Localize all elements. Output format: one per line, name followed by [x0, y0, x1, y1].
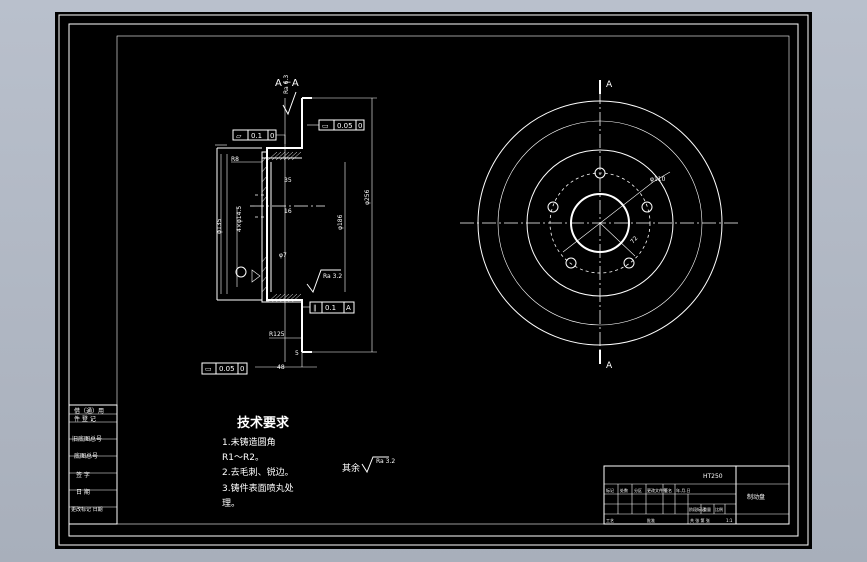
bolt-hole-3 [623, 257, 635, 269]
stamp-row-3: 旧底图总号 [72, 435, 102, 443]
section-title: A－A [275, 78, 299, 89]
other-roughness: 其余 Ra 3.2 [342, 456, 395, 474]
section-view: A－A [201, 75, 377, 375]
svg-text:重量: 重量 [703, 506, 711, 512]
bolt-hole-2 [641, 201, 653, 213]
stamp-row-5: 签 字 [76, 471, 90, 479]
dim-72: 72 [629, 235, 639, 245]
inner-border [68, 23, 799, 537]
other-roughness-value: Ra 3.2 [376, 458, 395, 465]
svg-text:▭: ▭ [205, 365, 212, 373]
left-stamp: 借（通）用 件 登 记 旧底图总号 底图总号 签 字 日 期 更改标记 日期 [68, 404, 118, 525]
bolt-hole-5 [547, 201, 559, 213]
web-section [261, 151, 268, 303]
svg-text:批准: 批准 [647, 517, 655, 523]
section-mark-bottom: A [606, 361, 613, 371]
other-roughness-label: 其余 [342, 462, 360, 474]
svg-text:0: 0 [358, 122, 362, 130]
tech-req-title: 技术要求 [237, 415, 290, 431]
svg-text:标记: 标记 [606, 487, 614, 493]
dim-phi7: φ7 [279, 252, 287, 259]
mount-flange [216, 147, 262, 301]
bolt-hole-section [235, 266, 247, 278]
svg-text:阶段标记: 阶段标记 [689, 506, 705, 512]
svg-text:签名: 签名 [664, 487, 672, 493]
stamp-row-1: 借（通）用 [74, 407, 104, 415]
tech-req-line-1: 1.未铸造圆角 [222, 436, 276, 448]
dim-48: 48 [277, 364, 285, 371]
dim-phi135: φ135 [216, 218, 223, 234]
tolerance-frame-right: ▭ 0.05 0 [307, 119, 365, 131]
svg-text:年.月.日: 年.月.日 [676, 487, 691, 493]
svg-text:处数: 处数 [620, 487, 628, 493]
tech-requirements: 技术要求 1.未铸造圆角 R1～R2。 2.去毛刺、锐边。 3.铸件表面喷丸处 … [222, 415, 294, 509]
roughness-top-label: Ra 6.3 [283, 75, 290, 94]
stamp-row-7: 更改标记 日期 [71, 506, 103, 513]
tolerance-frame-bottom: ▭ 0.05 0 [201, 362, 248, 375]
tech-req-line-4: 3.铸件表面喷丸处 [222, 482, 294, 494]
dim-holes: 4×φ14.5 [236, 206, 243, 232]
svg-text:比例: 比例 [715, 506, 723, 512]
dim-35: 35 [284, 177, 292, 184]
svg-text:1:1: 1:1 [726, 518, 733, 523]
svg-text:0.05: 0.05 [337, 122, 353, 130]
svg-text:▱: ▱ [236, 132, 242, 140]
radius-bottom-label: R125 [269, 331, 285, 338]
svg-text:工艺: 工艺 [606, 518, 614, 523]
dim-5: 5 [295, 350, 299, 357]
svg-text:分区: 分区 [634, 487, 642, 493]
drawing-sheet: A－A [55, 12, 812, 549]
dim-phi256: φ256 [364, 189, 371, 205]
stamp-row-4: 底图总号 [74, 452, 98, 460]
svg-text:0: 0 [270, 132, 274, 140]
outer-border [58, 14, 809, 546]
tech-req-line-3: 2.去毛刺、锐边。 [222, 466, 294, 478]
front-view: A A φ110 72 [460, 80, 740, 371]
roughness-bottom-label: Ra 3.2 [323, 273, 342, 280]
stamp-row-6: 日 期 [76, 488, 90, 496]
svg-text:更改文件号: 更改文件号 [647, 487, 667, 493]
dim-phi110-leader [562, 171, 671, 253]
radius-top-label: R8 [231, 156, 239, 163]
title-block: HT250 制动盘 标记 处数 分区 更改文件号 签名 年.月.日 阶段标记 重… [603, 465, 790, 525]
svg-text:0.1: 0.1 [251, 132, 262, 140]
material-label: HT250 [703, 473, 723, 480]
svg-text:∥: ∥ [313, 304, 317, 312]
svg-text:共 张 第 张: 共 张 第 张 [690, 517, 710, 523]
section-hatch [261, 151, 302, 303]
tech-req-line-5: 理。 [222, 498, 240, 509]
part-name: 制动盘 [747, 493, 765, 501]
dim-phi186: φ186 [337, 214, 344, 230]
section-mark-top: A [606, 80, 613, 90]
svg-text:0: 0 [240, 365, 244, 373]
tolerance-frame-top: ▱ 0.1 0 [232, 129, 286, 144]
svg-text:▭: ▭ [322, 122, 329, 130]
dim-16: 16 [284, 208, 292, 215]
tolerance-frame-parallel: ∥ 0.1 A [302, 301, 355, 314]
stamp-row-2: 件 登 记 [74, 415, 96, 423]
dim-phi110: φ110 [650, 176, 666, 183]
svg-text:0.05: 0.05 [219, 365, 235, 373]
drawing-canvas: A－A [58, 14, 809, 546]
drawing-frame [116, 35, 790, 525]
roughness-symbol-bottom [306, 269, 341, 294]
svg-text:A: A [346, 304, 351, 312]
roughness-symbol-top [282, 91, 297, 116]
bolt-hole-4 [565, 257, 577, 269]
svg-text:0.1: 0.1 [325, 304, 336, 312]
tech-req-line-2: R1～R2。 [222, 453, 264, 463]
